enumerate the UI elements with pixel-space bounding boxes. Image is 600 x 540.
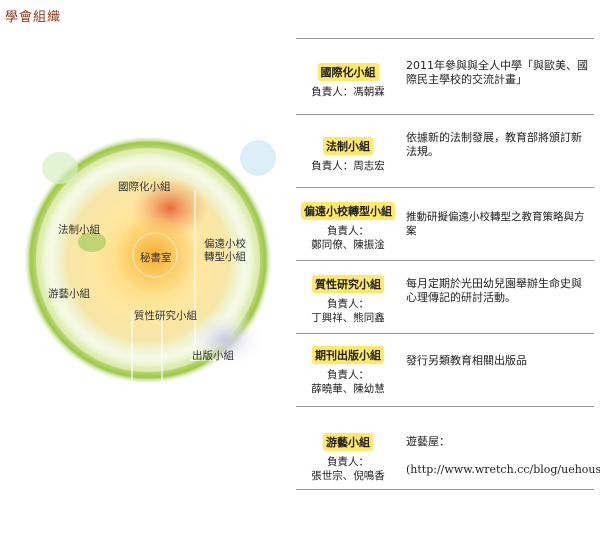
table-row: 國際化小組 負責人：馮朝霖 2011年參與與全人中學「與歐美、國際民主學校的交流… [296, 38, 594, 114]
label-arts-group: 游藝小組 [48, 288, 90, 300]
group-name: 法制小組 [323, 137, 373, 155]
table-row: 游藝小組 負責人： 張世宗、倪鳴香 遊藝屋： (http://www.wretc… [296, 406, 600, 490]
group-name: 偏遠小校轉型小組 [301, 202, 395, 220]
group-head: 負責人： [327, 456, 369, 468]
label-legal-group: 法制小組 [58, 224, 100, 236]
label-international-group: 國際化小組 [118, 181, 171, 193]
table-row: 偏遠小校轉型小組 負責人： 鄭同僚、陳振淦 推動研擬偏遠小校轉型之教育策略與方案 [296, 187, 594, 260]
table-row: 期刊出版小組 負責人： 薛曉華、陳幼慧 發行另類教育相關出版品 [296, 333, 594, 406]
label-remote-school-group: 偏遠小校 轉型小組 [204, 238, 246, 263]
org-diagram: 國際化小組 法制小組 秘書室 偏遠小校 轉型小組 游藝小組 質性研究小組 出版小… [20, 110, 280, 410]
table-row: 法制小組 負責人：周志宏 依據新的法制發展，教育部將頒訂新法規。 [296, 114, 594, 187]
label-qualitative-group: 質性研究小組 [134, 310, 197, 322]
group-name: 期刊出版小組 [312, 346, 384, 364]
label-secretariat: 秘書室 [140, 252, 172, 264]
group-table: 國際化小組 負責人：馮朝霖 2011年參與與全人中學「與歐美、國際民主學校的交流… [296, 38, 600, 490]
group-description: 遊藝屋： [406, 435, 450, 448]
group-description: 推動研擬偏遠小校轉型之教育策略與方案 [406, 211, 585, 237]
group-description: 每月定期於光田幼兒園舉辦生命史與心理傳記的研討活動。 [406, 277, 582, 304]
group-url: (http://www.wretch.cc/blog/uehouse) [406, 463, 600, 476]
group-head-names: 薛曉華、陳幼慧 [311, 383, 385, 395]
group-head-names: 丁興祥、熊同鑫 [311, 312, 385, 324]
group-description: 2011年參與與全人中學「與歐美、國際民主學校的交流計畫」 [406, 59, 588, 86]
table-row: 質性研究小組 負責人： 丁興祥、熊同鑫 每月定期於光田幼兒園舉辦生命史與心理傳記… [296, 260, 594, 333]
group-head: 負責人： [327, 369, 369, 381]
group-name: 質性研究小組 [312, 275, 384, 293]
group-name: 國際化小組 [317, 63, 379, 81]
group-head-names: 鄭同僚、陳振淦 [311, 239, 385, 251]
group-head: 負責人： [327, 298, 369, 310]
page-title: 學會組織 [5, 10, 62, 25]
org-rings-graphic [23, 135, 276, 388]
group-description: 依據新的法制發展，教育部將頒訂新法規。 [406, 131, 582, 158]
group-head: 負責人：馮朝霖 [311, 86, 385, 98]
label-publishing-group: 出版小組 [192, 350, 234, 362]
group-head-names: 張世宗、倪鳴香 [311, 470, 385, 482]
group-name: 游藝小組 [323, 433, 373, 451]
group-description: 發行另類教育相關出版品 [406, 354, 527, 367]
group-head: 負責人： [327, 225, 369, 237]
group-head: 負責人：周志宏 [311, 160, 385, 172]
